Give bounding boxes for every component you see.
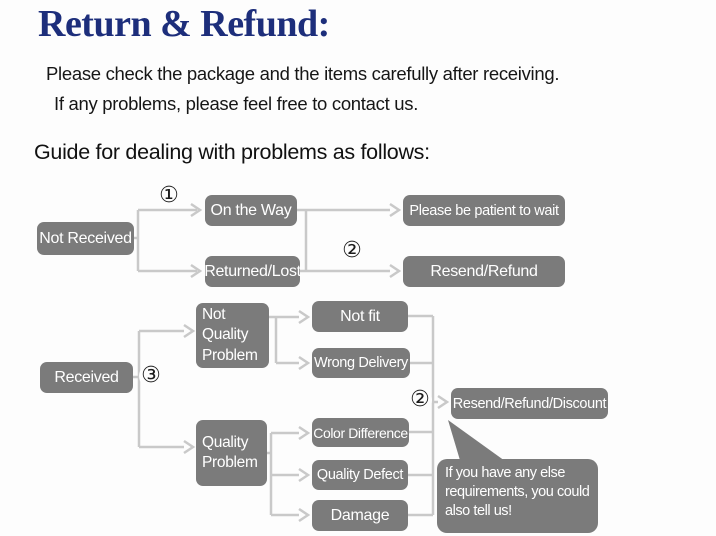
flow-node-quality-defect: Quality Defect <box>312 460 408 490</box>
flow-node-please-be-patient: Please be patient to wait <box>403 195 565 226</box>
flow-node-returned-lost: Returned/Lost <box>204 256 301 287</box>
step-2-marker-top: ② <box>340 239 364 263</box>
guide-heading: Guide for dealing with problems as follo… <box>34 140 430 164</box>
step-1-marker: ① <box>157 184 181 208</box>
step-2-marker-bottom: ② <box>408 388 432 412</box>
note-bubble: If you have any else requirements, you c… <box>437 459 598 533</box>
flow-node-resend-refund: Resend/Refund <box>403 256 565 287</box>
flow-node-not-fit: Not fit <box>312 301 408 332</box>
flow-node-not-received: Not Received <box>37 222 134 255</box>
page-title: Return & Refund: <box>38 3 330 45</box>
subtitle-line-1: Please check the package and the items c… <box>46 63 560 84</box>
step-3-marker: ③ <box>139 364 163 388</box>
subtitle-line-2: If any problems, please feel free to con… <box>54 93 419 114</box>
flow-node-color-difference: Color Difference <box>312 418 409 447</box>
flow-node-not-quality-problem: Not Quality Problem <box>196 303 269 368</box>
flow-node-quality-problem: Quality Problem <box>196 420 267 486</box>
flow-node-damage: Damage <box>312 500 408 531</box>
flow-node-resend-refund-discount: Resend/Refund/Discount <box>451 388 608 419</box>
flow-node-received: Received <box>40 362 133 393</box>
flow-node-on-the-way: On the Way <box>205 195 297 226</box>
flow-node-wrong-delivery: Wrong Delivery <box>312 348 410 378</box>
